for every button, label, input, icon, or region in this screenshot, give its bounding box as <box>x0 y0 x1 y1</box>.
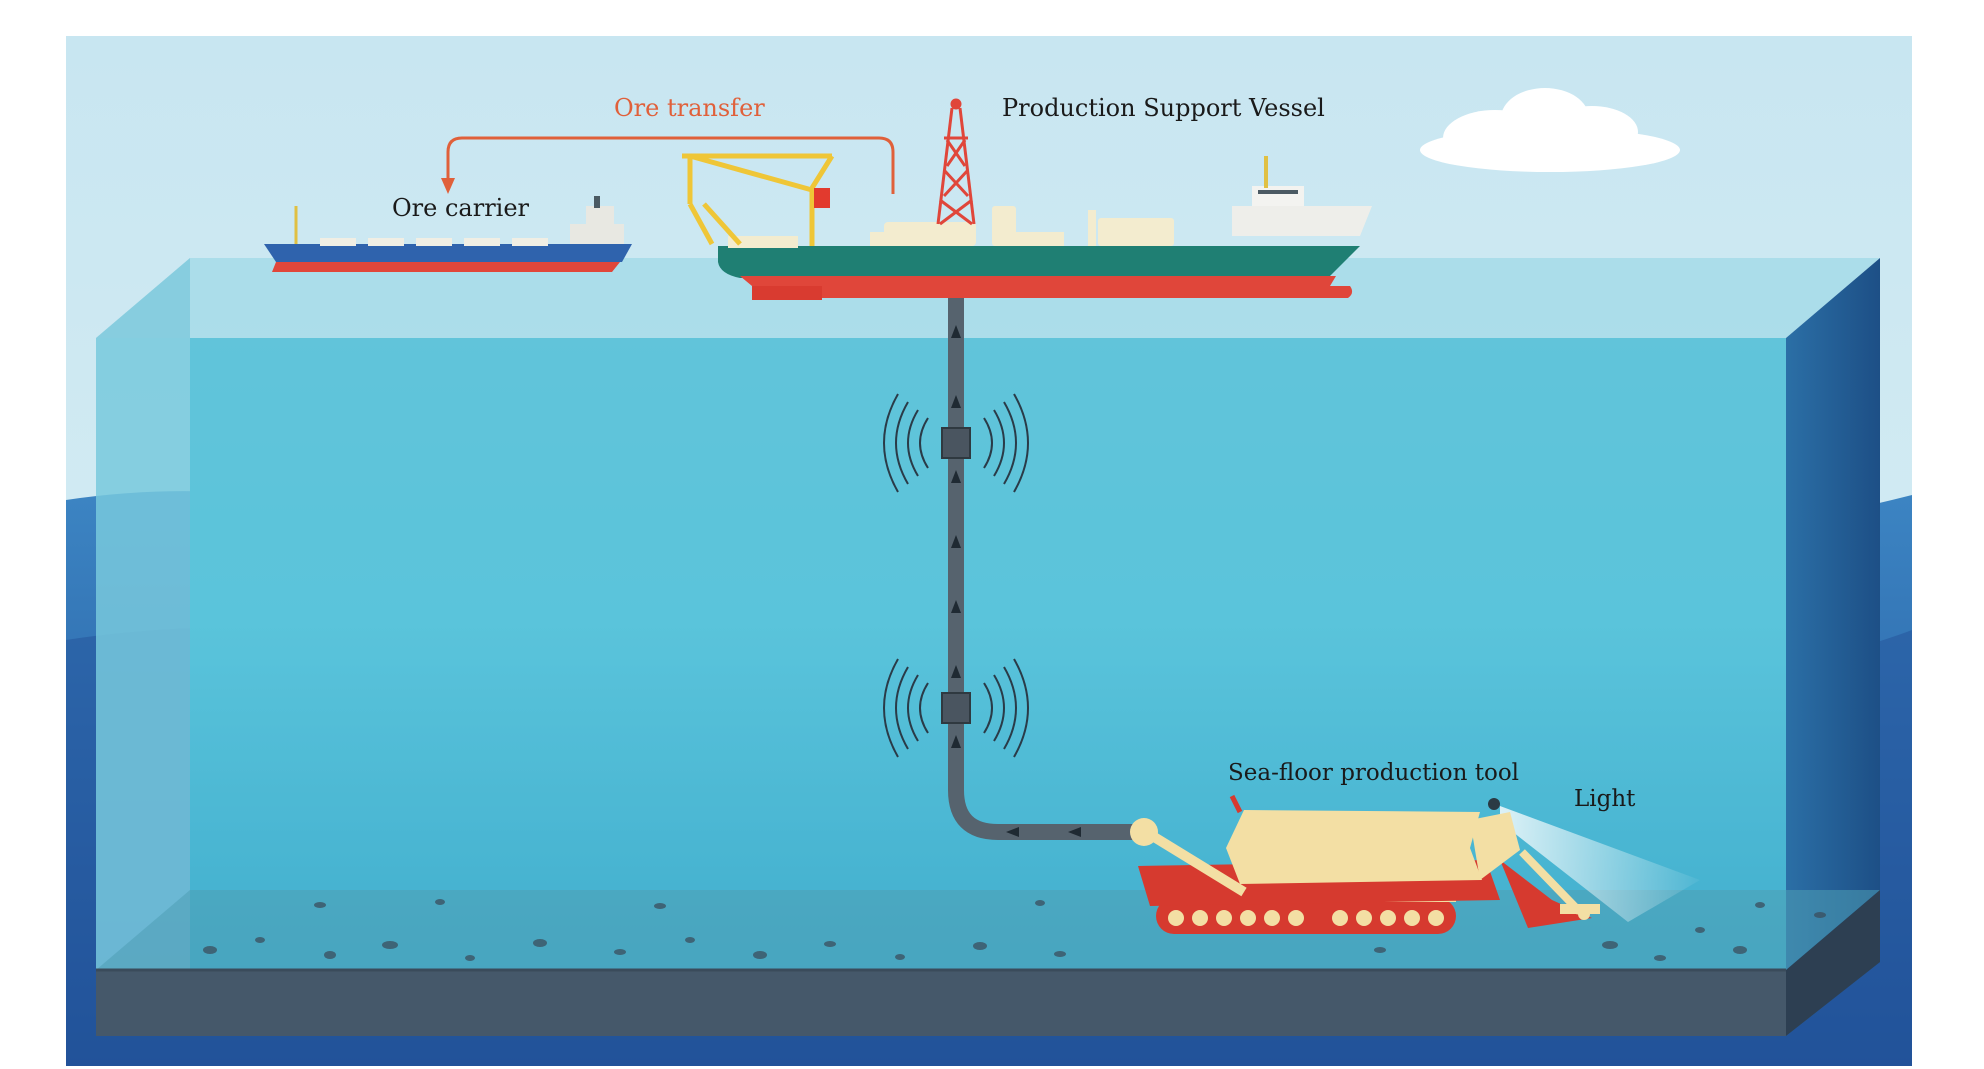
pump-module-upper <box>941 427 971 459</box>
crane-icon <box>682 153 835 246</box>
seabed-side <box>1786 890 1880 1036</box>
water-volume <box>190 338 1786 970</box>
ore-carrier-label: Ore carrier <box>392 194 530 222</box>
sea-floor-production-tool-label: Sea-floor production tool <box>1228 760 1520 786</box>
seabed-front <box>96 970 1786 1036</box>
pump-module-lower <box>941 692 971 724</box>
ore-transfer-arrow <box>441 136 895 194</box>
vibration-waves-icon <box>883 393 1029 758</box>
sea-floor-production-tool <box>1130 794 1700 934</box>
production-support-vessel-label: Production Support Vessel <box>1002 94 1325 122</box>
ore-transfer-label: Ore transfer <box>614 94 765 122</box>
water-box-left-face <box>96 258 190 1036</box>
seabed-nodules <box>203 899 1826 961</box>
derrick-tower-icon <box>936 98 976 226</box>
light-label: Light <box>1574 786 1636 812</box>
riser-pipe <box>941 295 1146 840</box>
light-beam-icon <box>1500 806 1700 922</box>
production-support-vessel <box>718 156 1372 300</box>
water-box-right-face <box>1786 258 1880 1036</box>
cloud-icon <box>1420 88 1680 172</box>
ore-carrier-ship <box>264 196 632 272</box>
